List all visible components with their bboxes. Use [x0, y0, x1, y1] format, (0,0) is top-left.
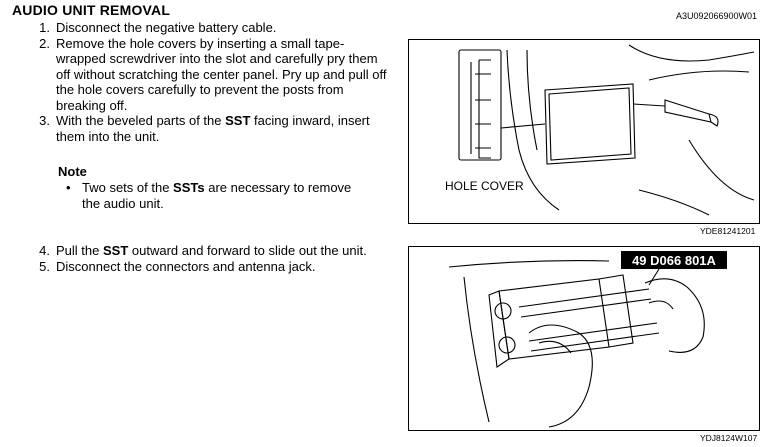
- figure1-caption: YDE81241201: [700, 226, 756, 236]
- step-number: 1.: [39, 20, 50, 35]
- text-run: facing inward, insert them into the unit…: [56, 113, 370, 144]
- sst-emphasis: SST: [225, 113, 251, 128]
- sst-emphasis: SSTs: [173, 180, 205, 195]
- steps-list-a: 1. Disconnect the negative battery cable.…: [12, 20, 392, 144]
- step-text: Pull the SST outward and forward to slid…: [56, 243, 367, 259]
- step-item: 1. Disconnect the negative battery cable.: [12, 20, 392, 36]
- sst-emphasis: SST: [102, 243, 129, 258]
- document-id: A3U092066900W01: [675, 11, 757, 21]
- hole-cover-illustration: HOLE COVER: [445, 44, 755, 216]
- step-number: 3.: [39, 113, 50, 128]
- hole-cover-label: HOLE COVER: [445, 179, 524, 193]
- text-run: Two sets of the: [82, 180, 174, 195]
- note-label: Note: [58, 164, 87, 179]
- step-number: 4.: [39, 243, 50, 258]
- sst-part-number-label: 49 D066 801A: [632, 253, 716, 268]
- step-item: 4. Pull the SST outward and forward to sl…: [12, 243, 392, 259]
- text-run: With the beveled parts of the: [56, 113, 226, 128]
- hole-cover-figure: HOLE COVER: [408, 39, 760, 224]
- step-item: 5. Disconnect the connectors and antenna …: [12, 259, 392, 275]
- note-item: • Two sets of the SSTs are necessary to …: [66, 180, 366, 212]
- step-item: 2. Remove the hole covers by inserting a …: [12, 36, 392, 114]
- text-run: Pull the: [56, 243, 103, 258]
- text-run: Disconnect the connectors and antenna ja…: [56, 258, 316, 274]
- step-text: Disconnect the connectors and antenna ja…: [56, 259, 315, 275]
- text-run: are necessary to remove the audio unit.: [82, 180, 352, 211]
- step-number: 2.: [39, 35, 50, 51]
- bullet-icon: •: [66, 180, 71, 195]
- steps-list-b: 4. Pull the SST outward and forward to sl…: [12, 243, 392, 274]
- step-item: 3. With the beveled parts of the SST faci…: [12, 113, 392, 144]
- figure2-caption: YDJ8124W107: [700, 433, 758, 443]
- text-run: Remove the hole covers by inserting a sm…: [56, 35, 387, 113]
- sst-figure: 49 D066 801A: [408, 246, 760, 431]
- step-text: With the beveled parts of the SST facing…: [56, 113, 392, 144]
- step-text: Remove the hole covers by inserting a sm…: [56, 36, 392, 114]
- sst-removal-illustration: 49 D066 801A: [448, 251, 727, 428]
- step-text: Disconnect the negative battery cable.: [56, 20, 276, 36]
- page-title: AUDIO UNIT REMOVAL: [12, 2, 171, 18]
- text-run: outward and forward to slide out the uni…: [128, 243, 367, 258]
- text-run: Disconnect the negative battery cable.: [56, 20, 277, 35]
- step-number: 5.: [39, 258, 50, 274]
- note-text: Two sets of the SSTs are necessary to re…: [82, 180, 366, 212]
